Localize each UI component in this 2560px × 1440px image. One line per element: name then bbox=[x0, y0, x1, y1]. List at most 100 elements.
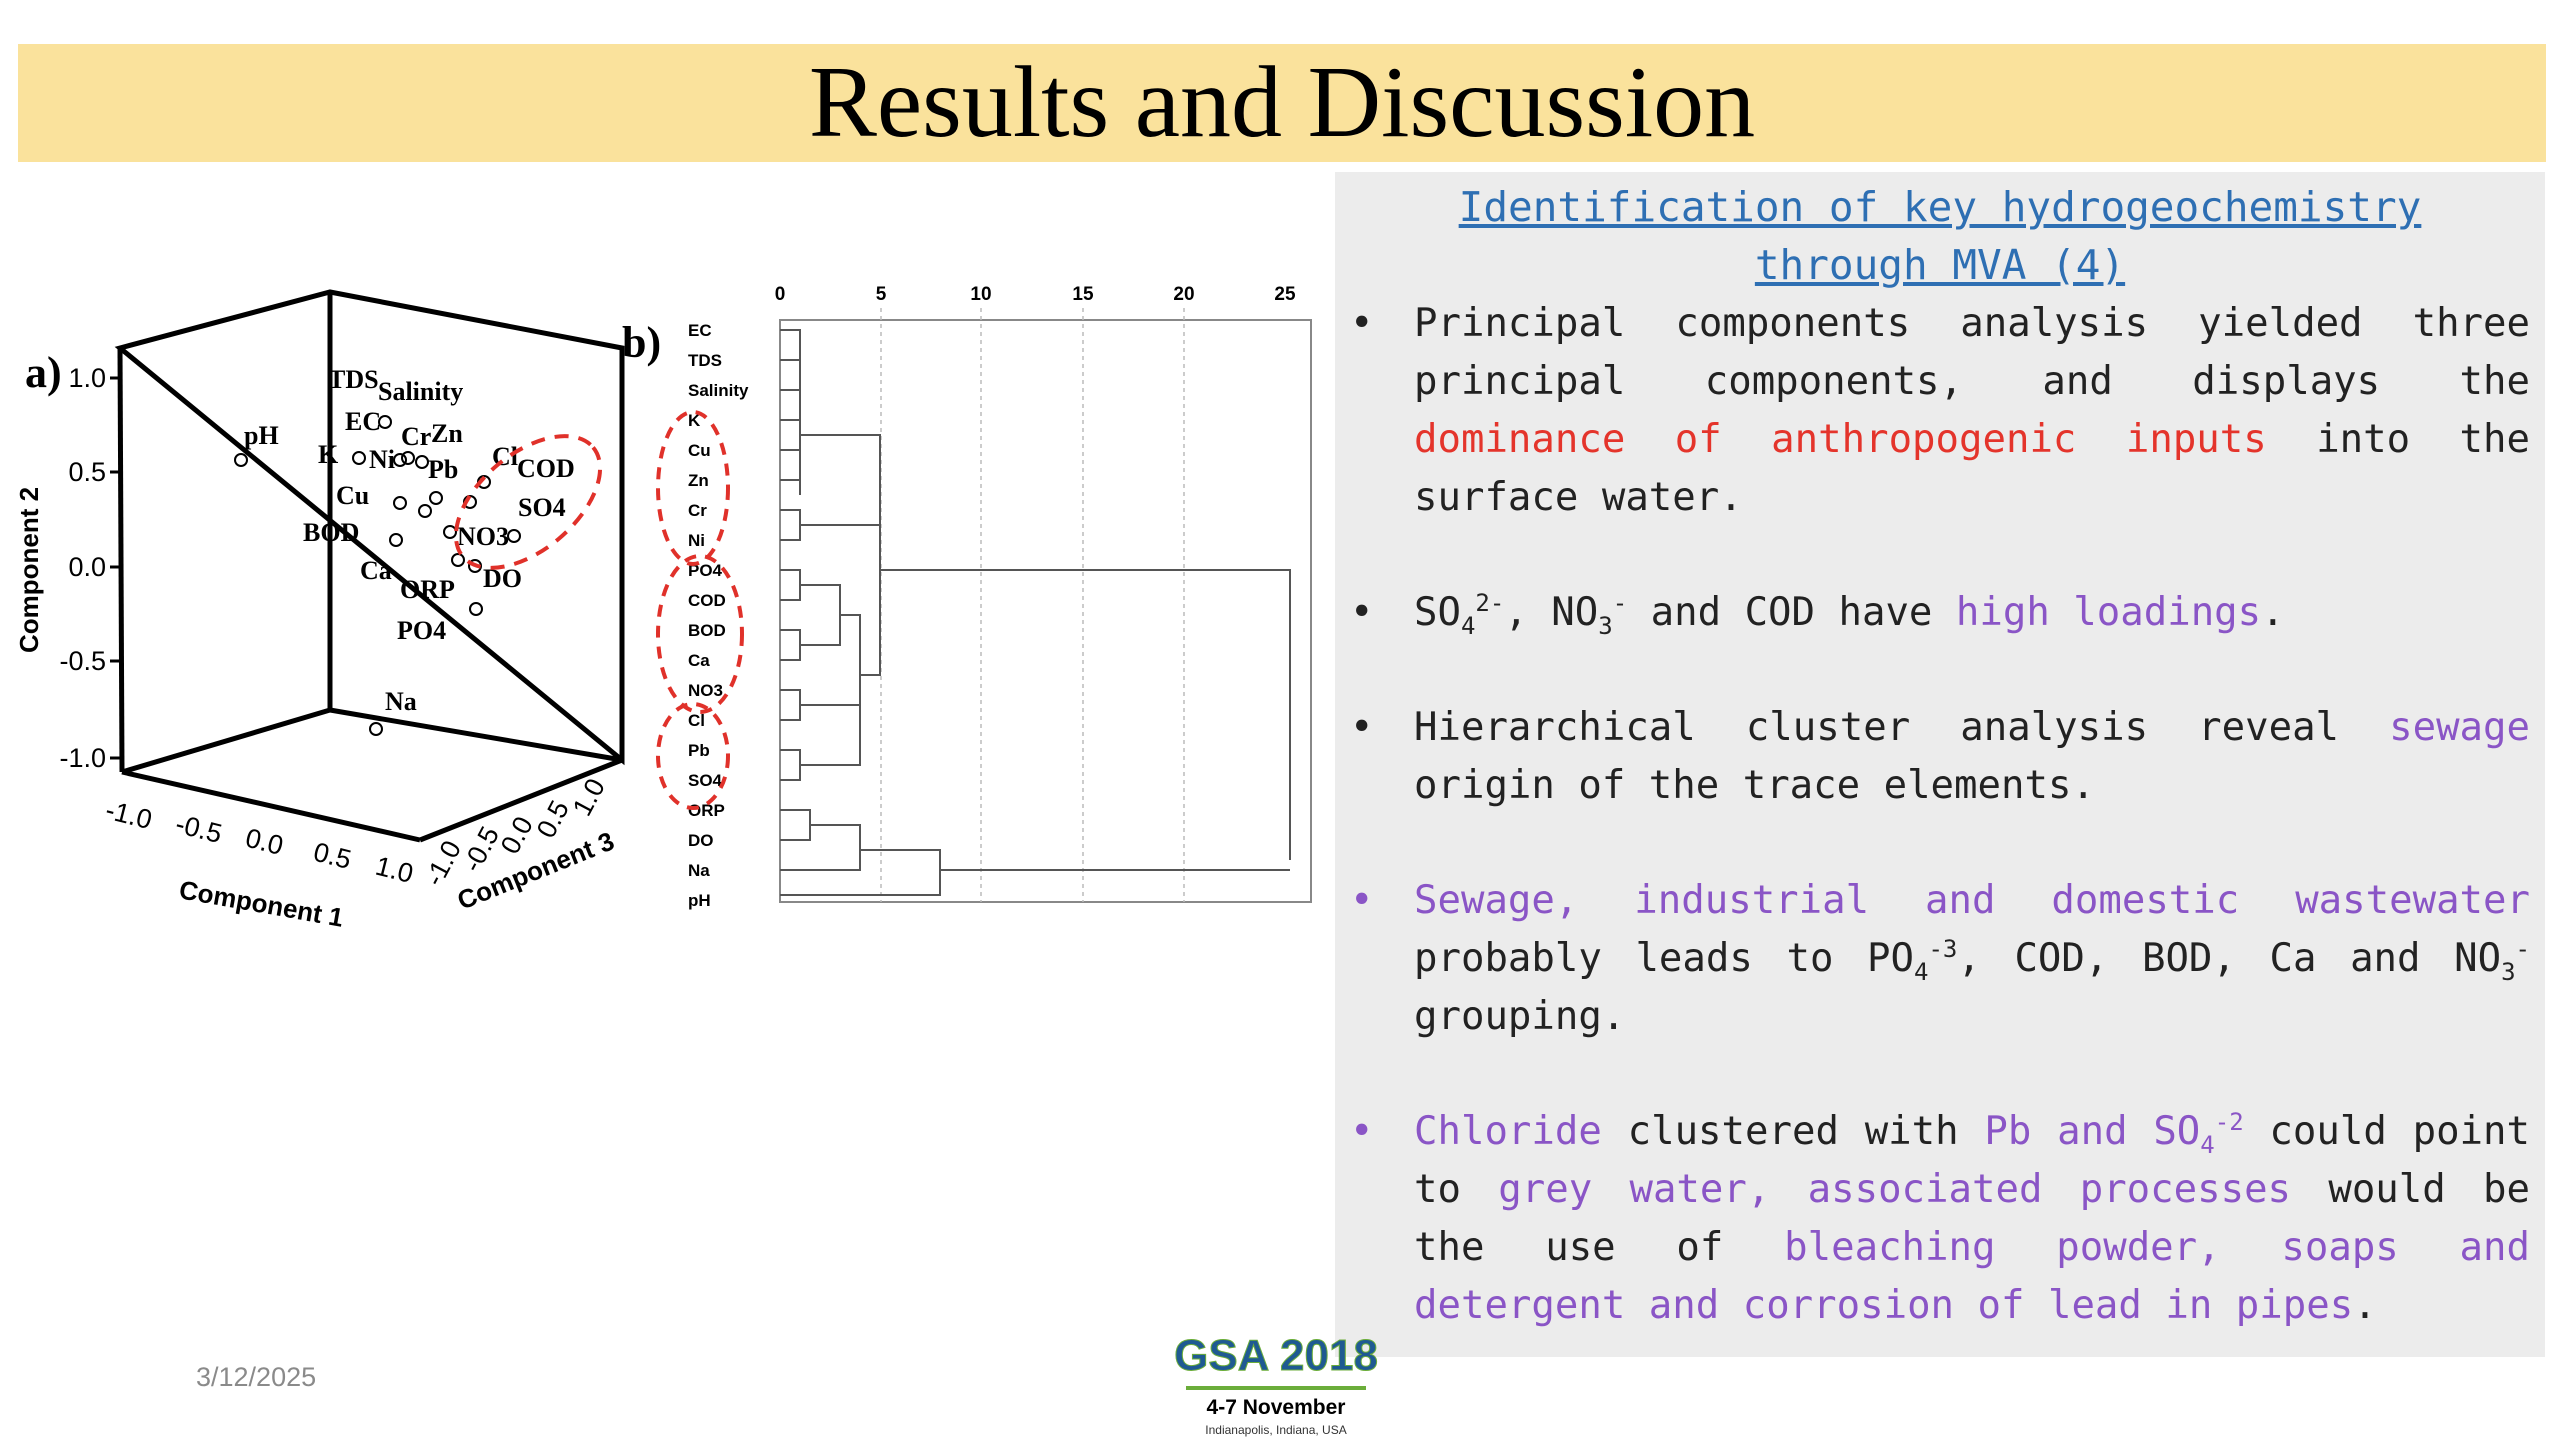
leaf-label: BOD bbox=[688, 621, 726, 640]
highlight-circle-a bbox=[453, 434, 603, 570]
leaf-label: DO bbox=[688, 831, 714, 850]
bullet-subscript: 4 bbox=[1914, 957, 1929, 986]
label-Zn: Zn bbox=[431, 419, 463, 448]
bullet-item: Principal components analysis yielded th… bbox=[1350, 295, 2530, 527]
label-SO4: SO4 bbox=[518, 493, 566, 522]
bullet-text: Hierarchical cluster analysis reveal bbox=[1414, 705, 2390, 750]
leaf-label: K bbox=[688, 411, 701, 430]
y-tick: 0.5 bbox=[68, 457, 106, 487]
bullet-text: origin of the trace elements. bbox=[1414, 763, 2095, 808]
bullet-text: , bbox=[1504, 590, 1552, 635]
point-Pb bbox=[429, 491, 443, 505]
leaf-label: Salinity bbox=[688, 381, 749, 400]
bullet-subscript: 4 bbox=[2200, 1130, 2215, 1159]
leaf-label: Cr bbox=[688, 501, 707, 520]
bullet-superscript: - bbox=[1612, 589, 1628, 617]
slide-date: 3/12/2025 bbox=[196, 1362, 317, 1392]
bullet-text: NO bbox=[1551, 590, 1599, 635]
panel-b-label: b) bbox=[622, 318, 661, 367]
point-K bbox=[352, 451, 366, 465]
point-DO bbox=[468, 559, 482, 573]
figure: a) 1.0 0.5 0.0 -0.5 -1.0 Component 2 - bbox=[14, 284, 1312, 933]
leaf-label: EC bbox=[688, 321, 712, 340]
axis-tick: 20 bbox=[1173, 284, 1194, 305]
logo-dates: 4-7 November bbox=[1207, 1396, 1346, 1419]
point-Cu bbox=[393, 496, 407, 510]
leaf-label: PO4 bbox=[688, 561, 723, 580]
bullet-superscript: -3 bbox=[1928, 935, 1958, 963]
bullet-item: SO42-, NO3- and COD have high loadings. bbox=[1350, 584, 2530, 642]
bullet-highlight-purple: Sewage, industrial and domestic wastewat… bbox=[1414, 878, 2530, 923]
dendrogram: 0 5 10 15 20 25 EC TDS Salinity K Cu Zn bbox=[656, 284, 1312, 910]
pca-3d-box bbox=[114, 289, 625, 843]
label-K: K bbox=[318, 440, 339, 469]
point-pH bbox=[234, 453, 248, 467]
bullet-superscript: -2 bbox=[2214, 1108, 2244, 1136]
y-tick: -0.5 bbox=[59, 646, 106, 676]
z-tick: -1.0 bbox=[419, 836, 467, 891]
bullet-text: Principal components analysis yielded th… bbox=[1414, 301, 2530, 404]
leaf-label: NO3 bbox=[688, 681, 723, 700]
bullet-highlight-red: dominance of anthropogenic inputs bbox=[1414, 417, 2267, 462]
label-ORP: ORP bbox=[400, 575, 455, 604]
leaf-label: Na bbox=[688, 861, 710, 880]
x-axis-label: Component 1 bbox=[177, 874, 346, 932]
point-Ni bbox=[393, 453, 407, 467]
bullet-text: SO bbox=[1414, 590, 1461, 635]
bullet-highlight-purple: grey water, associated processes bbox=[1498, 1167, 2292, 1212]
title-bar: Results and Discussion bbox=[18, 44, 2546, 162]
bullet-text: clustered with bbox=[1601, 1109, 1985, 1154]
point-BOD bbox=[418, 504, 432, 518]
bullet-highlight-purple: sewage bbox=[2389, 705, 2530, 750]
point-Zn bbox=[415, 455, 429, 469]
highlight-circle-b3 bbox=[656, 702, 730, 810]
bullet-highlight-purple: high loadings bbox=[1955, 590, 2262, 635]
y-tick: 0.0 bbox=[68, 552, 106, 582]
bullet-text: , COD, BOD, Ca and NO bbox=[1957, 936, 2502, 981]
bullet-highlight-purple: Pb and SO bbox=[1984, 1109, 2201, 1154]
label-Ca: Ca bbox=[360, 556, 392, 585]
point-EC bbox=[378, 415, 392, 429]
leaf-label: pH bbox=[688, 891, 711, 910]
bullet-list: Principal components analysis yielded th… bbox=[1350, 295, 2530, 1392]
bullet-subscript: 3 bbox=[1598, 611, 1613, 640]
point-ORP bbox=[451, 553, 465, 567]
bullet-text: grouping. bbox=[1414, 994, 1626, 1039]
label-EC: EC bbox=[345, 407, 381, 436]
bullet-text: into the surface water. bbox=[1414, 417, 2531, 520]
panel-heading-line2: through MVA (4) bbox=[1754, 241, 2126, 289]
axis-tick: 10 bbox=[970, 284, 991, 305]
bullet-item: Chloride clustered with Pb and SO4-2 cou… bbox=[1350, 1103, 2530, 1335]
dendrogram-links bbox=[780, 329, 1291, 896]
point-Na bbox=[369, 722, 383, 736]
leaf-label: Zn bbox=[688, 471, 709, 490]
bullet-text: probably leads to PO bbox=[1414, 936, 1914, 981]
panel-a-label: a) bbox=[25, 348, 62, 397]
bullet-text: would be the use of bbox=[1414, 1167, 2530, 1270]
gsa-logo: GSA 2018 4-7 November Indianapolis, Indi… bbox=[1174, 1331, 1379, 1438]
leaf-label: ORP bbox=[688, 801, 725, 820]
label-Salinity: Salinity bbox=[378, 377, 463, 406]
y-tick: 1.0 bbox=[68, 363, 106, 393]
pca-points bbox=[234, 415, 521, 736]
x-tick: 0.5 bbox=[311, 837, 355, 875]
point-Cr bbox=[401, 451, 415, 465]
label-Cu: Cu bbox=[336, 481, 369, 510]
logo-main: GSA 2018 bbox=[1174, 1331, 1378, 1380]
bullet-superscript: - bbox=[2515, 935, 2530, 963]
leaf-label: Ca bbox=[688, 651, 710, 670]
label-PO4: PO4 bbox=[397, 616, 446, 645]
leaf-label: COD bbox=[688, 591, 726, 610]
bullet-highlight-purple: Chloride bbox=[1414, 1109, 1602, 1154]
bullet-subscript: 4 bbox=[1460, 611, 1476, 640]
bullet-highlight-purple: bleaching powder, soaps and detergent an… bbox=[1414, 1225, 2530, 1328]
pca-labels: pH TDS Salinity EC K Ni Cr Zn Pb Cl COD … bbox=[244, 365, 575, 716]
slide-title: Results and Discussion bbox=[808, 46, 1756, 159]
leaf-label: TDS bbox=[688, 351, 722, 370]
x-tick: 1.0 bbox=[373, 851, 417, 889]
axis-tick: 15 bbox=[1072, 284, 1094, 305]
leaf-label: SO4 bbox=[688, 771, 723, 790]
panel-heading: Identification of key hydrogeochemistry … bbox=[1335, 178, 2545, 294]
point-COD bbox=[507, 529, 521, 543]
bullet-subscript: 3 bbox=[2501, 957, 2516, 986]
